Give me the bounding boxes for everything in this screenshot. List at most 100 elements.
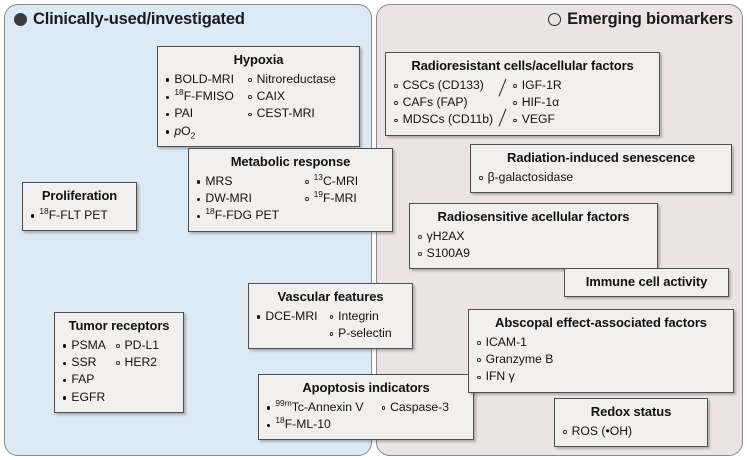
list-item-label: γH2AX	[426, 228, 465, 243]
list-item: FAP	[63, 371, 106, 388]
list-item-label: pO2	[174, 123, 196, 141]
list-item: P-selectin	[330, 325, 392, 342]
box-column: CSCs (CD133)CAFs (FAP)MDSCs (CD11b)	[394, 77, 494, 129]
list-item: EGFR	[63, 389, 106, 406]
list-item-label: CEST-MRI	[256, 106, 315, 121]
filled-bullet-icon	[197, 180, 200, 183]
box-title: Tumor receptors	[68, 318, 170, 333]
list-item-label: P-selectin	[338, 325, 392, 340]
list-item-label: SSR	[71, 354, 97, 369]
box-redox-status: Redox status ROS (•OH)	[554, 398, 708, 447]
hollow-bullet-icon	[477, 358, 481, 362]
list-item: Granzyme B	[477, 351, 554, 368]
panel-right-header: Emerging biomarkers	[548, 10, 733, 29]
box-column: ROS (•OH)	[563, 423, 632, 440]
list-item: SSR	[63, 354, 106, 371]
list-item: HIF-1α	[513, 94, 562, 111]
hollow-bullet-icon	[116, 344, 120, 348]
hollow-bullet-icon	[477, 341, 481, 345]
box-title: Vascular features	[277, 289, 384, 304]
filled-bullet-icon	[63, 396, 66, 399]
filled-bullet-icon	[166, 130, 169, 133]
list-item: DW-MRI	[197, 190, 279, 207]
box-title: Abscopal effect-associated factors	[495, 315, 707, 330]
list-item: 18F-FDG PET	[197, 207, 279, 224]
box-title: Hypoxia	[233, 52, 284, 67]
filled-bullet-icon	[166, 96, 169, 99]
column-separator-slash	[493, 77, 513, 129]
hollow-bullet-icon	[248, 78, 252, 82]
hollow-bullet-icon	[248, 113, 252, 117]
box-column: 18F-FLT PET	[31, 205, 108, 224]
box-column: β-galactosidase	[479, 169, 574, 186]
list-item-label: Caspase-3	[390, 399, 450, 414]
box-title: Metabolic response	[230, 154, 351, 169]
list-item: PD-L1	[116, 337, 160, 354]
list-item-label: CAIX	[256, 88, 286, 103]
hollow-bullet-icon	[382, 406, 386, 410]
filled-bullet-icon	[257, 315, 260, 318]
hollow-bullet-icon	[479, 176, 483, 180]
list-item-label: 13C-MRI	[313, 171, 359, 188]
list-item-label: 99mTc-Annexin V	[275, 397, 364, 414]
list-item-label: PD-L1	[124, 337, 160, 352]
list-item: β-galactosidase	[479, 169, 574, 186]
hollow-bullet-icon	[513, 101, 517, 105]
list-item-label: PSMA	[71, 337, 106, 352]
panel-left-header: Clinically-used/investigated	[14, 10, 245, 29]
list-item: ROS (•OH)	[563, 423, 632, 440]
list-item-label: ICAM-1	[485, 334, 527, 349]
list-item: Nitroreductase	[248, 71, 336, 88]
hollow-bullet-icon	[418, 235, 422, 239]
hollow-bullet-icon	[330, 315, 334, 319]
list-item: CEST-MRI	[248, 105, 336, 122]
list-item-label: 18F-FDG PET	[205, 206, 280, 223]
list-item-label: 19F-MRI	[313, 188, 357, 205]
box-title: Apoptosis indicators	[302, 380, 430, 395]
hollow-bullet-icon	[477, 376, 481, 380]
list-item: DCE-MRI	[257, 308, 317, 325]
list-item: MRS	[197, 173, 279, 190]
list-item-label: S100A9	[426, 245, 470, 260]
list-item: VEGF	[513, 111, 562, 128]
list-item-label: MRS	[205, 173, 233, 188]
hollow-bullet-icon	[418, 252, 422, 256]
filled-bullet-icon	[267, 406, 270, 409]
list-item: 18F-FMISO	[166, 88, 234, 105]
list-item-label: BOLD-MRI	[174, 71, 234, 86]
panel-right-title: Emerging biomarkers	[567, 10, 733, 28]
list-item: 18F-FLT PET	[31, 205, 108, 224]
list-item: HER2	[116, 354, 159, 371]
list-item-label: 18F-FLT PET	[39, 205, 108, 222]
list-item-label: DW-MRI	[205, 190, 252, 205]
list-item-label: 18F-ML-10	[275, 414, 331, 431]
panel-left-title: Clinically-used/investigated	[33, 10, 245, 28]
box-immune-cell-activity: Immune cell activity	[564, 268, 729, 297]
list-item-label: ROS (•OH)	[571, 423, 633, 438]
list-item: IFN γ	[477, 368, 553, 385]
filled-bullet-icon	[63, 362, 66, 365]
list-item: IGF-1R	[513, 77, 562, 94]
list-item: Caspase-3	[382, 399, 450, 416]
list-item-label: EGFR	[71, 389, 106, 404]
box-body: 18F-FLT PET	[31, 205, 128, 224]
hollow-bullet-icon	[394, 119, 398, 123]
list-item: MDSCs (CD11b)	[394, 111, 494, 128]
filled-bullet-icon	[166, 78, 169, 81]
box-column: γH2AX S100A9	[418, 228, 470, 263]
hollow-bullet-icon	[513, 84, 517, 88]
box-body: γH2AX S100A9	[418, 228, 649, 263]
filled-bullet-icon	[63, 379, 66, 382]
